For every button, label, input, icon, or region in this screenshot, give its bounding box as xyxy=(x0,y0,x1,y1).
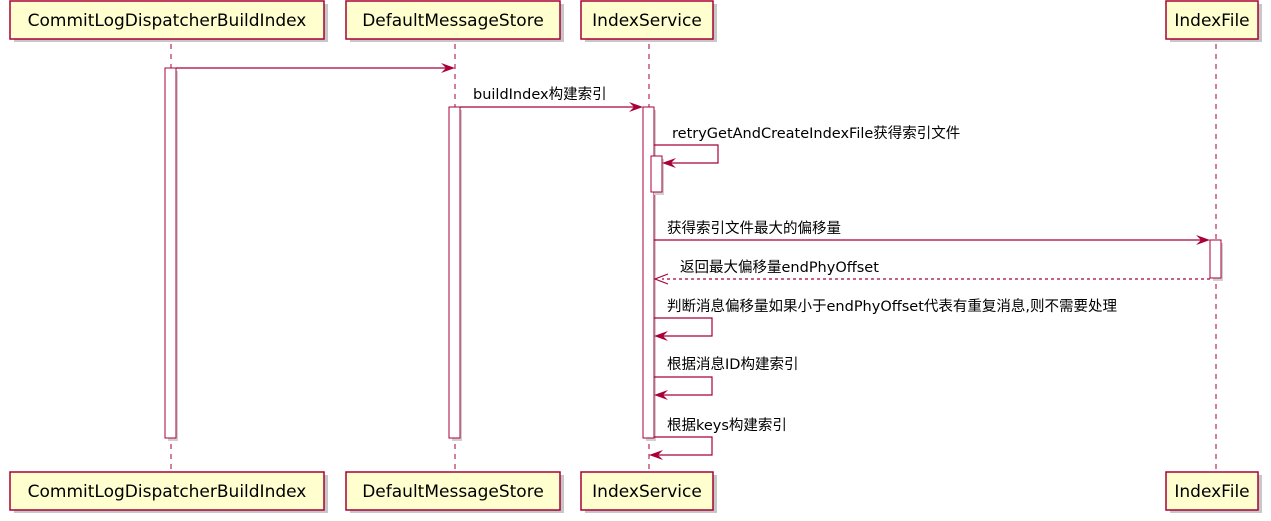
activation-commitlog xyxy=(164,67,178,441)
arrowhead-icon xyxy=(649,450,663,460)
participant-label: CommitLogDispatcherBuildIndex xyxy=(28,482,307,502)
participant-commitlog-top: CommitLogDispatcherBuildIndex xyxy=(9,0,328,42)
message-4: 获得索引文件最大的偏移量 xyxy=(654,220,1210,245)
message-2: buildIndex构建索引 xyxy=(460,86,643,112)
participant-indexfile-bottom: IndexFile xyxy=(1165,471,1262,513)
message-8: 根据keys构建索引 xyxy=(649,417,787,460)
activation-indexservice xyxy=(642,106,656,441)
participant-indexfile-top: IndexFile xyxy=(1165,0,1262,42)
arrowhead-icon xyxy=(654,390,668,400)
participant-label: IndexService xyxy=(592,11,702,31)
activation-indexfile xyxy=(1209,239,1223,281)
participant-label: IndexService xyxy=(592,482,702,502)
arrowhead-icon xyxy=(654,331,668,341)
activation-indexservice-nested xyxy=(650,155,664,195)
message-7-label: 根据消息ID构建索引 xyxy=(667,356,798,373)
arrowhead-icon xyxy=(1196,235,1210,245)
participant-label: IndexFile xyxy=(1174,11,1249,31)
participant-store-top: DefaultMessageStore xyxy=(345,0,564,42)
message-5: 返回最大偏移量endPhyOffset xyxy=(653,259,1210,285)
message-8-label: 根据keys构建索引 xyxy=(667,417,787,434)
message-4-label: 获得索引文件最大的偏移量 xyxy=(667,220,841,237)
activation-store xyxy=(448,106,462,441)
participant-store-bottom: DefaultMessageStore xyxy=(345,471,564,513)
arrowhead-icon xyxy=(662,158,676,168)
message-6: 判断消息偏移量如果小于endPhyOffset代表有重复消息,则不需要处理 xyxy=(654,297,1118,341)
participant-commitlog-bottom: CommitLogDispatcherBuildIndex xyxy=(9,471,328,513)
arrowhead-icon xyxy=(629,102,643,112)
message-5-label: 返回最大偏移量endPhyOffset xyxy=(680,259,879,276)
message-7: 根据消息ID构建索引 xyxy=(654,356,798,400)
participant-indexservice-top: IndexService xyxy=(580,0,717,42)
arrowhead-icon xyxy=(441,63,455,73)
participant-label: IndexFile xyxy=(1174,482,1249,502)
participant-indexservice-bottom: IndexService xyxy=(580,471,717,513)
message-3: retryGetAndCreateIndexFile获得索引文件 xyxy=(654,125,960,168)
message-6-label: 判断消息偏移量如果小于endPhyOffset代表有重复消息,则不需要处理 xyxy=(667,297,1118,315)
message-2-label: buildIndex构建索引 xyxy=(473,86,607,103)
participant-label: DefaultMessageStore xyxy=(362,11,544,31)
participant-label: CommitLogDispatcherBuildIndex xyxy=(28,11,307,31)
participant-label: DefaultMessageStore xyxy=(362,482,544,502)
message-3-label: retryGetAndCreateIndexFile获得索引文件 xyxy=(672,125,960,142)
message-1 xyxy=(176,63,455,73)
